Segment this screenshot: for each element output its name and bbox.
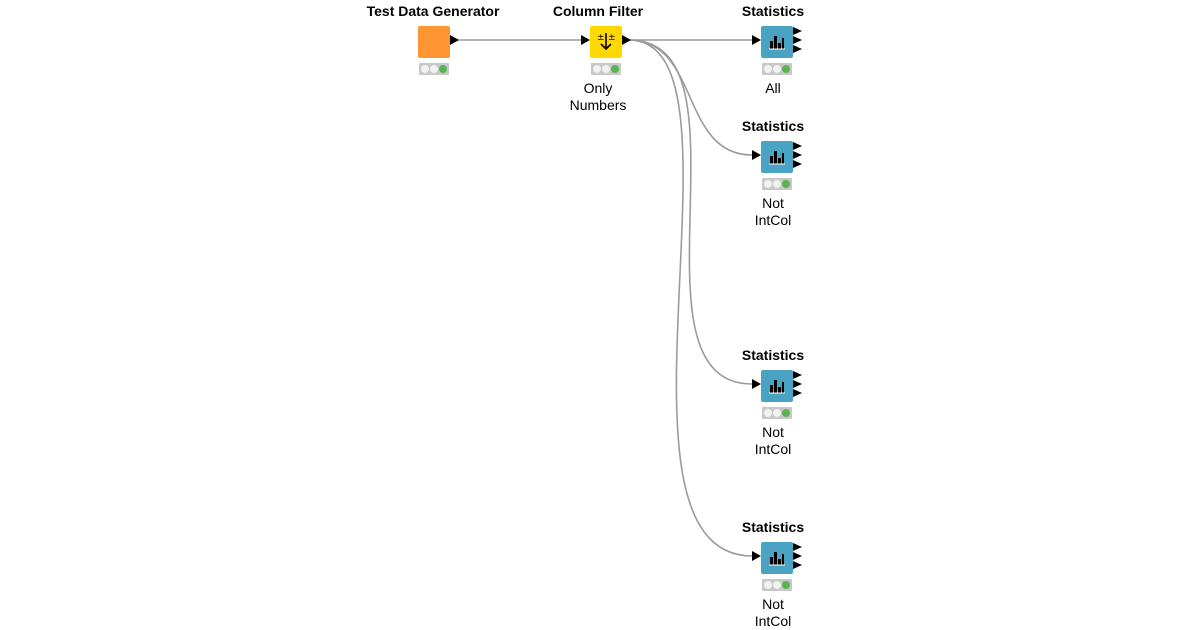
output-ports[interactable] [793, 27, 803, 57]
status-light-red [764, 409, 772, 417]
status-light-red [593, 65, 601, 73]
status-light-yellow [430, 65, 438, 73]
status-light-green [611, 65, 619, 73]
output-ports[interactable] [793, 142, 803, 172]
node-annotation: Only Numbers [498, 80, 698, 114]
status-light-yellow [773, 409, 781, 417]
status-indicator [762, 63, 792, 75]
input-port[interactable] [752, 379, 762, 389]
statistics-glyph [769, 36, 785, 50]
node-statistics-not-intcol-3[interactable]: Statistics Not IntCol [673, 516, 873, 630]
node-title: Statistics [741, 118, 805, 134]
output-port[interactable] [450, 35, 460, 45]
node-test-data-generator[interactable]: Test Data Generator [333, 0, 533, 80]
status-light-green [439, 65, 447, 73]
connection-filter-to-statistics-not-intcol-3[interactable] [628, 39, 753, 557]
connection-filter-to-statistics-not-intcol-2[interactable] [628, 39, 753, 385]
svg-text:±: ± [597, 33, 605, 43]
status-indicator [762, 579, 792, 591]
node-title: Statistics [741, 347, 805, 363]
node-annotation: Not IntCol [673, 596, 873, 630]
statistics-icon[interactable] [761, 26, 793, 58]
svg-text:±: ± [608, 33, 616, 43]
node-title: Statistics [741, 3, 805, 19]
status-indicator [762, 178, 792, 190]
node-title: Statistics [741, 519, 805, 535]
output-ports[interactable] [793, 371, 803, 401]
node-title: Column Filter [552, 3, 644, 19]
statistics-glyph [769, 151, 785, 165]
node-annotation-line: Numbers [569, 97, 627, 113]
node-column-filter[interactable]: Column Filter ± ± Only Numbers [498, 0, 698, 120]
status-light-yellow [602, 65, 610, 73]
column-filter-icon[interactable]: ± ± [590, 26, 622, 58]
status-light-yellow [773, 581, 781, 589]
statistics-icon[interactable] [761, 542, 793, 574]
status-light-red [421, 65, 429, 73]
input-port[interactable] [581, 35, 591, 45]
status-light-red [764, 180, 772, 188]
statistics-glyph [769, 552, 785, 566]
status-indicator [419, 63, 449, 75]
output-port[interactable] [622, 35, 632, 45]
input-port[interactable] [752, 150, 762, 160]
node-annotation-line: Not [762, 596, 784, 612]
status-light-red [764, 65, 772, 73]
node-annotation: All [673, 80, 873, 97]
node-annotation-line: IntCol [754, 613, 792, 629]
statistics-icon[interactable] [761, 370, 793, 402]
status-light-green [782, 180, 790, 188]
status-light-green [782, 581, 790, 589]
statistics-icon[interactable] [761, 141, 793, 173]
status-light-yellow [773, 65, 781, 73]
status-light-green [782, 65, 790, 73]
column-filter-glyph: ± ± [597, 33, 616, 51]
node-statistics-not-intcol-2[interactable]: Statistics Not IntCol [673, 344, 873, 464]
node-annotation-line: IntCol [754, 441, 792, 457]
status-light-green [782, 409, 790, 417]
source-node-icon[interactable] [418, 26, 450, 58]
node-annotation-line: All [765, 80, 781, 96]
node-annotation-line: Not [762, 424, 784, 440]
node-annotation-line: Only [583, 80, 613, 96]
node-annotation: Not IntCol [673, 195, 873, 229]
status-light-yellow [773, 180, 781, 188]
node-statistics-not-intcol-1[interactable]: Statistics Not IntCol [673, 115, 873, 235]
node-annotation: Not IntCol [673, 424, 873, 458]
node-title: Test Data Generator [366, 3, 500, 19]
statistics-glyph [769, 380, 785, 394]
output-ports[interactable] [793, 543, 803, 573]
node-annotation-line: IntCol [754, 212, 792, 228]
status-indicator [591, 63, 621, 75]
node-annotation-line: Not [762, 195, 784, 211]
status-indicator [762, 407, 792, 419]
input-port[interactable] [752, 35, 762, 45]
status-light-red [764, 581, 772, 589]
input-port[interactable] [752, 551, 762, 561]
node-statistics-all[interactable]: Statistics All [673, 0, 873, 100]
